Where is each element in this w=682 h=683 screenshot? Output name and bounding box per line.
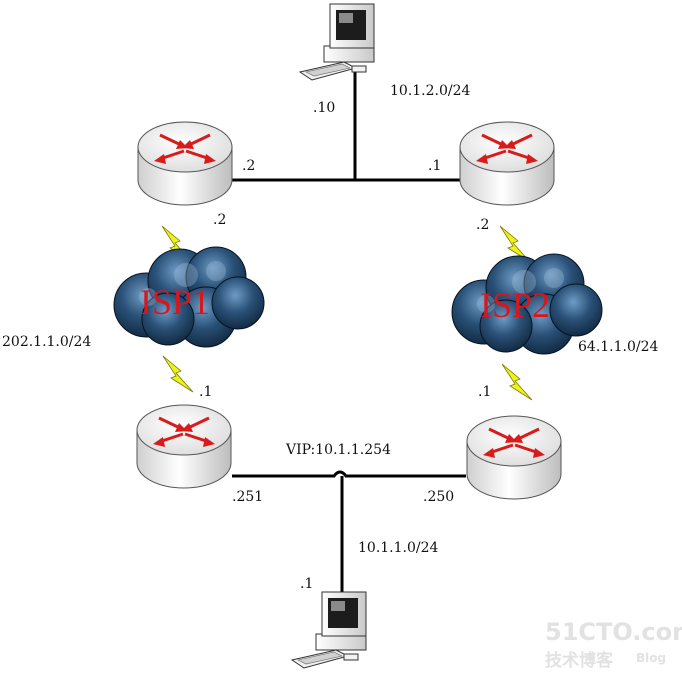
router-bottom-left-wan-ip: .1 — [199, 384, 212, 400]
pc-top — [299, 3, 375, 81]
serial-link-isp1-bottom — [162, 355, 194, 393]
router-bottom-right-lan-ip: .250 — [423, 489, 454, 505]
vip-label: VIP:10.1.1.254 — [285, 442, 391, 458]
router-top-left-lan-ip: .2 — [242, 158, 255, 174]
pc-bottom — [291, 591, 367, 669]
watermark-blog: Blog — [636, 651, 666, 665]
watermark: 51CTO.com 技术博客 Blog — [545, 618, 682, 671]
router-top-right-lan-ip: .1 — [428, 158, 441, 174]
router-bottom-left — [135, 403, 233, 490]
lan-top-subnet: 10.1.2.0/24 — [390, 83, 471, 99]
serial-link-isp2-bottom — [501, 363, 533, 401]
router-top-left — [136, 120, 234, 207]
router-bottom-right-wan-ip: .1 — [478, 384, 491, 400]
watermark-subtitle: 技术博客 — [545, 650, 614, 671]
router-bottom-right — [465, 414, 563, 501]
pc-bottom-host-ip: .1 — [300, 576, 313, 592]
router-top-right-wan-ip: .2 — [476, 217, 489, 233]
router-bottom-left-lan-ip: .251 — [232, 489, 263, 505]
isp1-subnet: 202.1.1.0/24 — [2, 334, 91, 350]
isp2-subnet: 64.1.1.0/24 — [578, 339, 659, 355]
router-top-left-wan-ip: .2 — [213, 212, 226, 228]
isp2-label: ISP2 — [480, 285, 550, 325]
lan-bottom-subnet: 10.1.1.0/24 — [358, 540, 439, 556]
router-top-right — [458, 120, 556, 207]
lan-bottom-segment — [232, 470, 466, 478]
isp1-label: ISP1 — [140, 282, 210, 322]
watermark-site: 51CTO.com — [545, 618, 682, 646]
pc-top-host-ip: .10 — [313, 100, 335, 116]
